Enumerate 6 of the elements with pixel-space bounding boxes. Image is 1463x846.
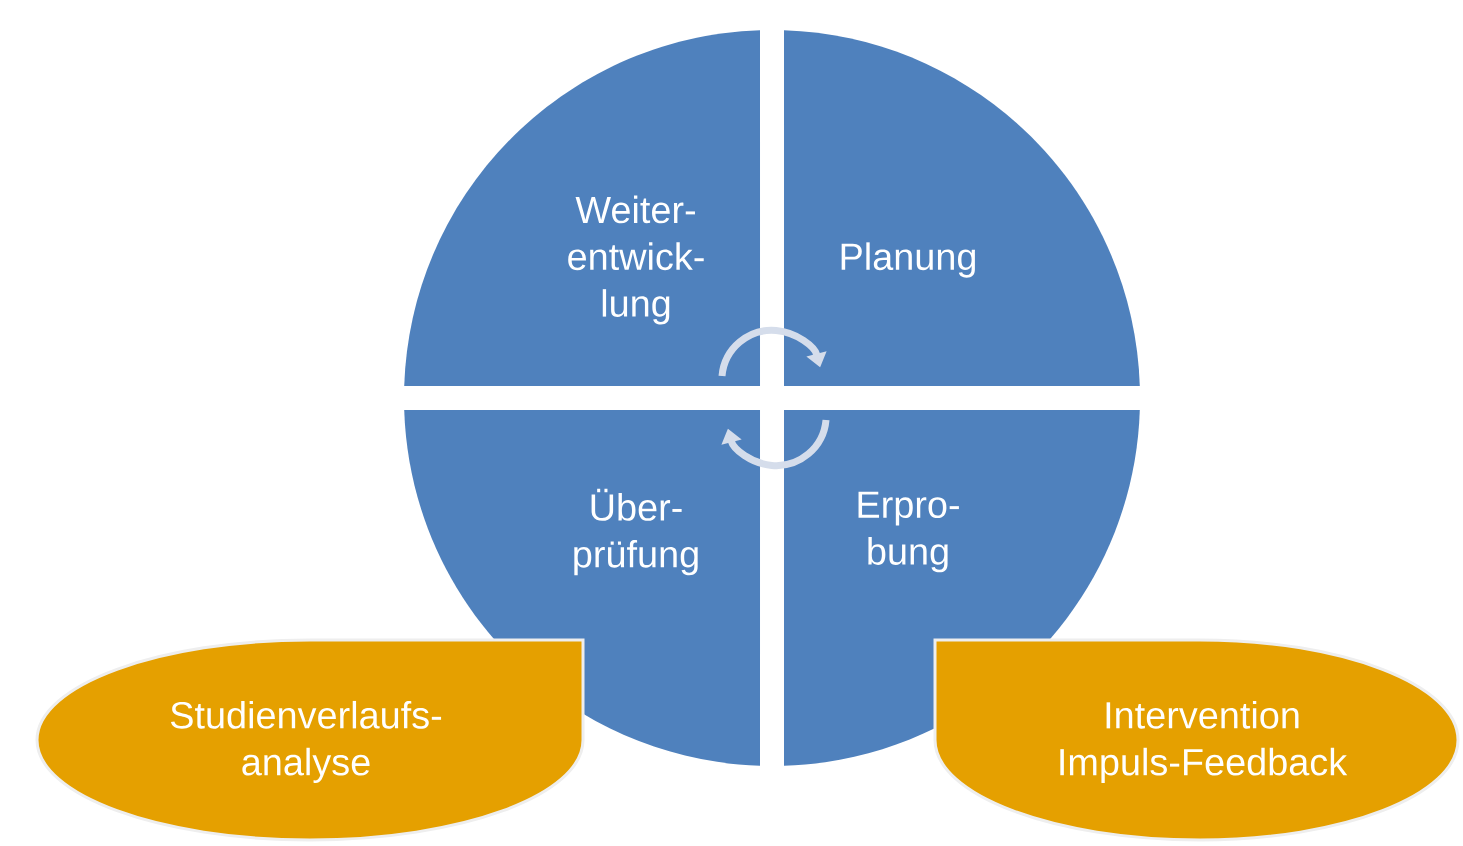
cycle-arrow (718, 326, 827, 377)
quadrant: Weiter- entwick- lung (404, 30, 760, 386)
rounded-tab: Studienverlaufs- analyse (35, 638, 585, 842)
quadrant: Planung (784, 30, 1140, 386)
rounded-tab: Intervention Impuls-Feedback (933, 638, 1460, 842)
cycle-arrow (721, 419, 830, 470)
